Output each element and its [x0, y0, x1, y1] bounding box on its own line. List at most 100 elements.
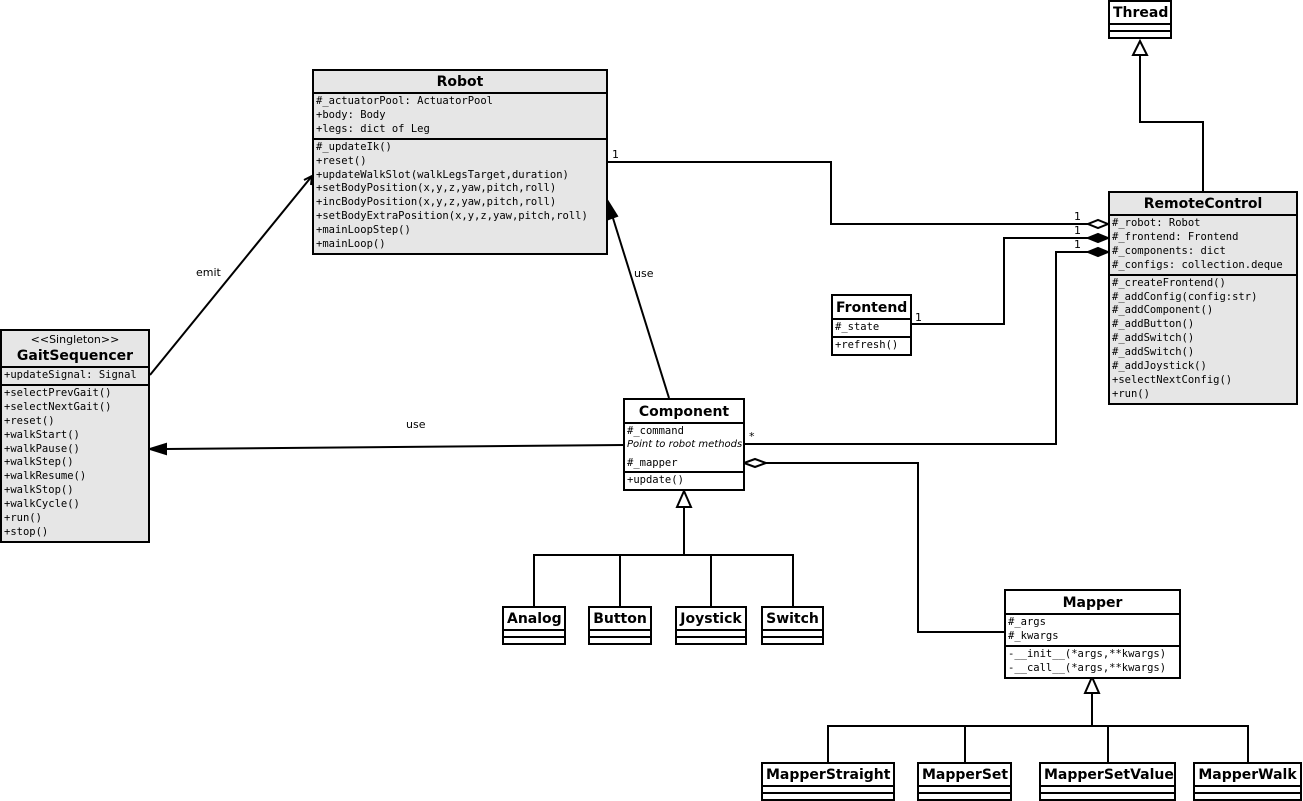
method: +refresh() [835, 338, 899, 351]
class-joystick[interactable]: Joystick [675, 606, 747, 645]
attribute: #_actuatorPool: ActuatorPool [316, 95, 494, 107]
method: +walkResume() [4, 470, 87, 483]
methods-section [590, 636, 650, 643]
methods-section: #_createFrontend() #_addConfig(config:st… [1110, 273, 1296, 403]
class-mapperset[interactable]: MapperSet [917, 762, 1012, 801]
attribute: +updateSignal: Signal [4, 369, 137, 381]
attributes-section [677, 629, 745, 636]
class-gaitsequencer[interactable]: <<Singleton>> GaitSequencer +updateSigna… [0, 329, 150, 543]
attributes-section [763, 785, 893, 792]
method: +walkStep() [4, 456, 74, 469]
class-name: GaitSequencer [16, 348, 134, 364]
composition-component-remotecontrol [744, 251, 1088, 445]
use-robot-label: use [634, 267, 654, 280]
method: +incBodyPosition(x,y,z,yaw,pitch,roll) [316, 196, 557, 209]
method: #_addSwitch() [1112, 346, 1195, 359]
method: +walkCycle() [4, 498, 80, 511]
class-name: Mapper [1062, 595, 1123, 611]
multiplicity-rc-frontend: 1 [1074, 224, 1081, 237]
method: #_addComponent() [1112, 304, 1214, 317]
attribute-note: Point to robot methods [627, 439, 743, 450]
method: +selectNextGait() [4, 400, 112, 413]
inheritance-branch-mappers [827, 725, 1249, 763]
multiplicity-rc-robot: 1 [1074, 210, 1081, 223]
class-mapperwalk[interactable]: MapperWalk [1193, 762, 1302, 801]
method: +setBodyPosition(x,y,z,yaw,pitch,roll) [316, 182, 557, 195]
attributes-section [1195, 785, 1300, 792]
class-name: Robot [436, 74, 484, 90]
inheritance-arrowhead-thread [1131, 38, 1149, 56]
aggregation-diamond-robot [1085, 218, 1111, 230]
method: #_addSwitch() [1112, 332, 1195, 345]
methods-section [504, 636, 564, 643]
class-component[interactable]: Component #_command Point to robot metho… [623, 398, 745, 491]
methods-section [763, 636, 822, 643]
class-frontend[interactable]: Frontend #_state +refresh() [831, 294, 912, 356]
use-arrowhead-gaitsequencer [146, 442, 167, 456]
attributes-section [1110, 23, 1170, 30]
method: +selectNextConfig() [1112, 373, 1233, 386]
method: +updateWalkSlot(walkLegsTarget,duration) [316, 168, 569, 181]
multiplicity-frontend: 1 [915, 311, 922, 324]
attributes-section [763, 629, 822, 636]
inheritance-arrowhead-component [675, 488, 693, 508]
class-button[interactable]: Button [588, 606, 652, 645]
methods-section [1110, 30, 1170, 37]
inheritance-remotecontrol-thread [1139, 55, 1204, 192]
method: #_createFrontend() [1112, 276, 1226, 289]
method: #_addConfig(config:str) [1112, 290, 1258, 303]
method: +run() [1112, 387, 1150, 400]
emit-gaitsequencer-robot [149, 175, 313, 376]
class-name: Switch [766, 611, 819, 627]
method: +reset() [4, 414, 55, 427]
class-switch[interactable]: Switch [761, 606, 824, 645]
method: +update() [627, 474, 684, 486]
use-gaitsequencer-label: use [406, 418, 426, 431]
method: +run() [4, 512, 42, 525]
methods-section: +update() [625, 471, 743, 489]
method: -__call__(*args,**kwargs) [1008, 661, 1167, 674]
class-mapperstraight[interactable]: MapperStraight [761, 762, 895, 801]
methods-section: +refresh() [833, 335, 910, 354]
attributes-section [919, 785, 1010, 792]
composition-diamond-frontend [1085, 232, 1111, 244]
stereotype: <<Singleton>> [30, 333, 120, 346]
attribute: #_frontend: Frontend [1112, 230, 1239, 243]
composition-diamond-component [1085, 246, 1111, 258]
class-mapper[interactable]: Mapper #_args #_kwargs -__init__(*args,*… [1004, 589, 1181, 679]
class-mappersetvalue[interactable]: MapperSetValue [1039, 762, 1176, 801]
use-component-gaitsequencer [164, 444, 625, 450]
class-remotecontrol[interactable]: RemoteControl #_robot: Robot #_frontend:… [1108, 191, 1298, 405]
attribute: #_mapper [627, 457, 678, 469]
attribute: #_robot: Robot [1112, 217, 1201, 229]
class-analog[interactable]: Analog [502, 606, 566, 645]
method: #_addButton() [1112, 318, 1195, 331]
attributes-section [504, 629, 564, 636]
methods-section [1041, 792, 1174, 799]
class-name: Analog [507, 611, 562, 627]
attribute: #_configs: collection.deque [1112, 258, 1283, 271]
method: +walkPause() [4, 442, 80, 455]
method: -__init__(*args,**kwargs) [1008, 647, 1167, 660]
method: #_addJoystick() [1112, 360, 1207, 373]
attributes-section: +updateSignal: Signal [2, 366, 148, 384]
method: +reset() [316, 154, 367, 167]
class-name: Frontend [836, 300, 908, 316]
method: +walkStart() [4, 428, 80, 441]
attributes-section [590, 629, 650, 636]
methods-section: -__init__(*args,**kwargs) -__call__(*arg… [1006, 644, 1179, 677]
multiplicity-robot: 1 [612, 148, 619, 161]
class-robot[interactable]: Robot #_actuatorPool: ActuatorPool +body… [312, 69, 608, 255]
attributes-section: #_actuatorPool: ActuatorPool +body: Body… [314, 92, 606, 138]
attribute: +body: Body [316, 108, 386, 121]
methods-section [919, 792, 1010, 799]
methods-section [763, 792, 893, 799]
class-thread[interactable]: Thread [1108, 0, 1172, 39]
attributes-section: #_args #_kwargs [1006, 613, 1179, 645]
attribute: +legs: dict of Leg [316, 122, 430, 135]
attributes-section: #_state [833, 318, 910, 336]
multiplicity-rc-components: 1 [1074, 238, 1081, 251]
methods-section [1195, 792, 1300, 799]
aggregation-robot-remotecontrol [608, 161, 1088, 225]
